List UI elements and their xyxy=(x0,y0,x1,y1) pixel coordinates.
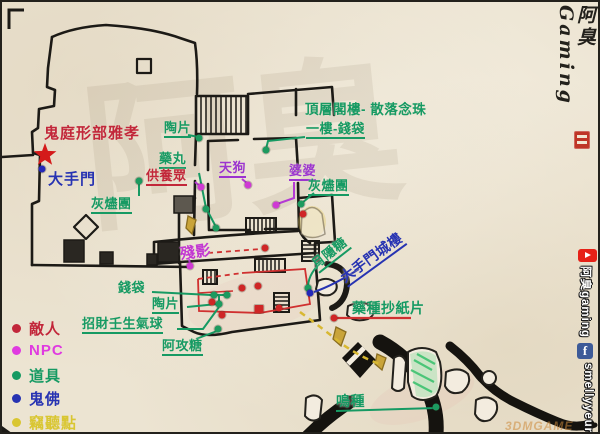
legend-label: 鬼佛 xyxy=(29,391,62,408)
npc-marker xyxy=(186,262,194,270)
item-marker xyxy=(202,205,210,213)
legend-item-buddha: 鬼佛 xyxy=(12,388,61,409)
item-marker xyxy=(304,284,312,292)
label-offering-monks: 供養眾 xyxy=(146,169,187,186)
enemy-marker xyxy=(238,284,246,292)
label-naki-seed: 鳴種 xyxy=(336,393,365,409)
enemy-marker xyxy=(299,210,307,218)
legend-label: NPC xyxy=(29,342,64,359)
enemy-marker xyxy=(261,244,269,252)
item-marker xyxy=(262,146,270,154)
enemy-marker xyxy=(254,282,262,290)
site-watermark: 3DMGAME xyxy=(505,419,574,433)
label-mibu-balloon: 招財壬生氣球 xyxy=(82,317,164,334)
label-boss-name: 鬼庭形部雅孝 xyxy=(44,125,141,142)
eavesdrop-legend-dot xyxy=(12,418,21,427)
buddha-legend-dot xyxy=(12,394,21,403)
label-ceramic-shard-a: 陶片 xyxy=(164,121,192,138)
logo-seal xyxy=(574,131,590,149)
enemy-post-marker xyxy=(254,305,264,313)
youtube-icon[interactable] xyxy=(578,249,597,262)
label-pellet: 藥丸 xyxy=(159,152,187,169)
npc-marker xyxy=(197,183,205,191)
label-ceramic-shard-b: 陶片 xyxy=(152,297,180,314)
buddha-marker xyxy=(306,289,314,297)
npc-legend-dot xyxy=(12,346,21,355)
item-marker xyxy=(297,200,305,208)
label-ash-pile-a: 灰燼團 xyxy=(91,197,132,214)
facebook-account-label[interactable]: smellyyeung xyxy=(582,363,594,434)
item-marker xyxy=(195,134,203,142)
item-marker xyxy=(223,291,231,299)
enemy-legend-dot xyxy=(12,324,21,333)
buddha-marker xyxy=(38,165,46,173)
item-marker xyxy=(135,177,143,185)
label-ash-pile-b: 灰燼團 xyxy=(308,179,349,196)
npc-marker xyxy=(244,181,252,189)
legend-item-item: 道具 xyxy=(12,365,61,386)
item-marker xyxy=(212,224,220,232)
label-coin-purse: 錢袋 xyxy=(118,280,146,295)
label-ohte-gate: 大手門 xyxy=(48,171,97,188)
item-marker xyxy=(215,300,223,308)
enemy-marker xyxy=(330,314,338,322)
legend-item-npc: NPC xyxy=(12,342,64,359)
label-ako-sugar: 阿攻糖 xyxy=(162,339,203,356)
legend-item-eavesdrop: 竊聽點 xyxy=(12,412,78,432)
legend-label: 竊聽點 xyxy=(29,415,78,432)
legend-item-enemy: 敵人 xyxy=(12,318,61,339)
enemy-marker xyxy=(275,304,283,312)
item-marker xyxy=(214,325,222,333)
npc-marker xyxy=(272,201,280,209)
enemy-marker xyxy=(218,311,226,319)
label-granny: 婆婆 xyxy=(289,164,317,181)
label-attic-note: 頂層閣樓- 散落念珠 xyxy=(305,102,427,117)
channel-logo: 阿臭Gaming xyxy=(555,5,596,106)
legend-label: 敵人 xyxy=(29,321,62,338)
legend-label: 道具 xyxy=(29,368,62,385)
label-medicine-paper: 藥種抄紙片 xyxy=(352,300,425,316)
item-legend-dot xyxy=(12,371,21,380)
item-marker xyxy=(210,291,218,299)
facebook-icon[interactable]: f xyxy=(577,343,593,359)
item-marker xyxy=(432,403,440,411)
youtube-channel-label[interactable]: 阿臭gaming xyxy=(579,266,591,338)
enemy-marker xyxy=(208,298,216,306)
label-tengu: 天狗 xyxy=(219,161,247,178)
label-first-floor-purse: 一樓-錢袋 xyxy=(306,122,365,139)
boss-star-icon xyxy=(33,143,57,165)
